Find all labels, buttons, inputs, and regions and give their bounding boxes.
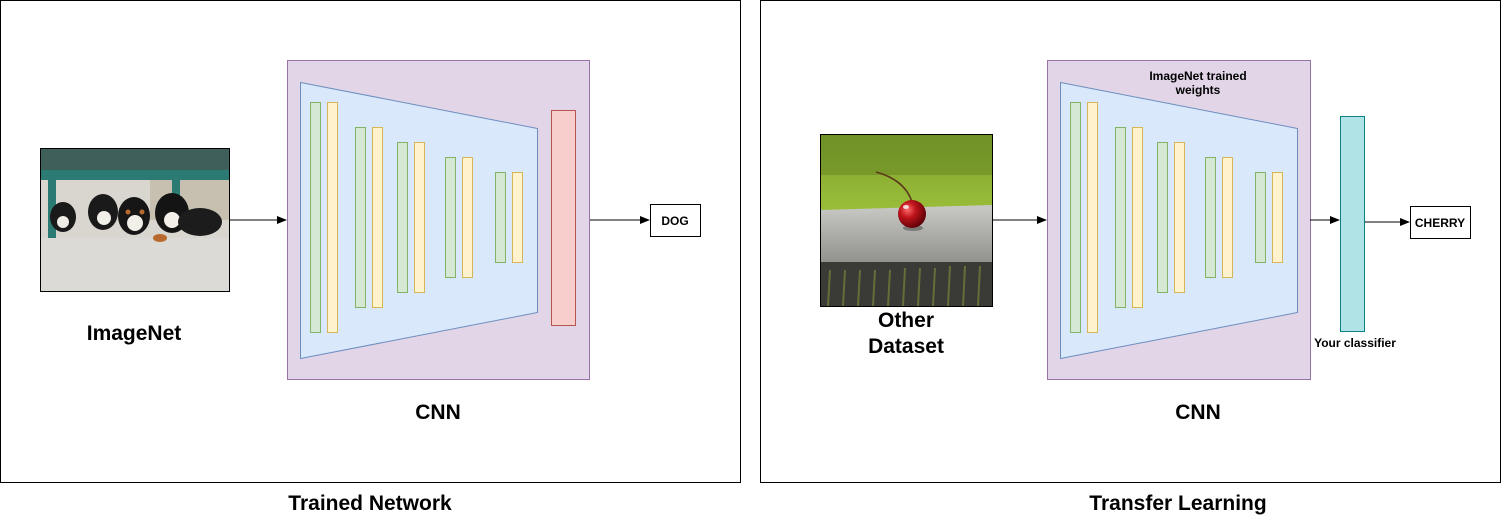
classifier-label: Your classifier <box>1314 336 1396 350</box>
conv-layer <box>1157 142 1168 293</box>
left-panel-caption: Trained Network <box>288 492 452 515</box>
conv-layer <box>414 142 425 293</box>
output-box <box>1410 206 1471 239</box>
conv-layer <box>1222 157 1233 278</box>
conv-layer <box>310 102 321 333</box>
output-label: DOG <box>661 214 688 228</box>
puppies-photo-icon <box>40 148 230 292</box>
conv-layer <box>1255 172 1266 263</box>
trained-network-panel: DOG ImageNet CNN <box>0 0 741 483</box>
conv-layer <box>397 142 408 293</box>
cnn-label: CNN <box>1175 401 1221 424</box>
conv-layer <box>1087 102 1098 333</box>
conv-layer <box>1174 142 1185 293</box>
conv-layer <box>1132 127 1143 308</box>
weights-label-line1: ImageNet trained <box>1149 69 1246 83</box>
conv-layer <box>462 157 473 278</box>
output-box <box>650 204 701 237</box>
conv-layer <box>1272 172 1283 263</box>
conv-layer <box>512 172 523 263</box>
conv-layer <box>1070 102 1081 333</box>
conv-layer <box>327 102 338 333</box>
conv-layer <box>1205 157 1216 278</box>
conv-layer <box>495 172 506 263</box>
dataset-label: ImageNet <box>87 322 182 345</box>
conv-layer <box>1115 127 1126 308</box>
classifier-layer <box>1340 116 1365 332</box>
transfer-learning-panel: Other Dataset ImageNet trained weights Y… <box>760 0 1501 483</box>
cnn-label: CNN <box>415 401 461 424</box>
cherry-photo-icon <box>820 134 993 307</box>
conv-layer <box>445 157 456 278</box>
output-layer <box>551 110 576 326</box>
right-panel-caption: Transfer Learning <box>1089 492 1266 515</box>
weights-label-line2: weights <box>1175 83 1221 97</box>
conv-layer <box>355 127 366 308</box>
dataset-label-line1: Other <box>878 309 934 332</box>
conv-layer <box>372 127 383 308</box>
output-label: CHERRY <box>1415 216 1465 230</box>
dataset-label-line2: Dataset <box>868 335 944 358</box>
